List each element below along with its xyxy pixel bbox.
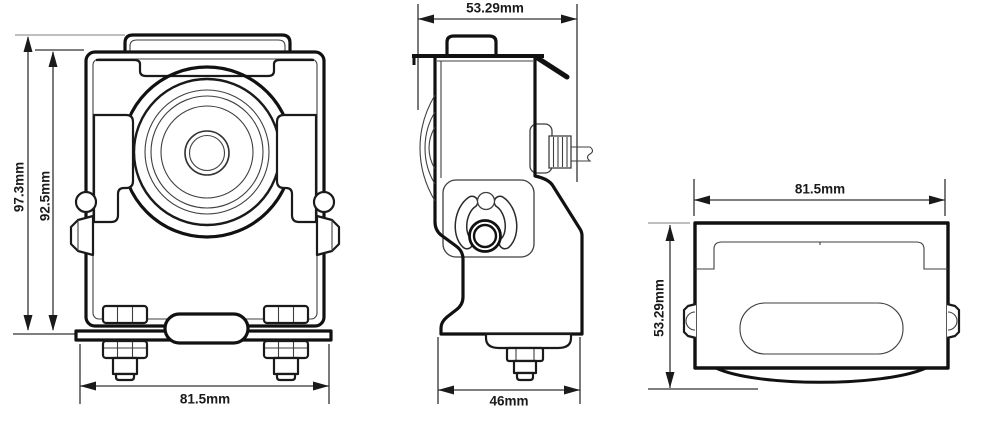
front-right-bolt	[262, 304, 310, 382]
side-lens-dome	[419, 94, 436, 202]
top-depth-label: 53.29mm	[652, 279, 667, 337]
front-height-inner-label: 92.5mm	[38, 171, 53, 221]
side-pivot-screw	[468, 219, 502, 253]
front-right-thumbscrew	[312, 190, 341, 257]
side-top-flange	[412, 34, 570, 80]
front-view: 97.3mm 92.5mm 81.5mm	[12, 33, 341, 407]
side-base-label: 46mm	[489, 394, 528, 409]
side-plate-hole	[476, 191, 496, 211]
front-side-rails	[92, 113, 318, 224]
side-bolt	[505, 346, 545, 382]
side-depth-label: 53.29mm	[466, 1, 524, 16]
front-base-plate	[74, 312, 333, 345]
side-body-outline	[433, 56, 584, 336]
side-top-tab	[445, 34, 498, 54]
side-bracket-plate	[442, 179, 535, 258]
top-slot	[739, 302, 904, 355]
cable-break-symbol	[571, 146, 594, 162]
front-base-slot	[163, 312, 250, 345]
top-dimension-lines	[648, 179, 946, 390]
side-cable-connector	[529, 123, 594, 174]
top-view: 81.5mm 53.29mm	[648, 179, 961, 390]
front-dimension-lines	[13, 34, 330, 404]
front-left-bolt	[101, 304, 149, 382]
top-left-tab	[682, 302, 697, 340]
top-width-label: 81.5mm	[795, 182, 845, 197]
front-top-tab	[123, 33, 292, 55]
side-view: 53.29mm 46mm	[412, 1, 594, 409]
top-front-arc	[714, 366, 928, 384]
top-right-tab	[946, 302, 961, 340]
top-body	[693, 221, 950, 384]
front-left-thumbscrew	[69, 190, 98, 257]
side-hook-tab	[533, 54, 570, 80]
side-arc-slots	[454, 195, 518, 250]
top-inner-platform	[695, 241, 948, 270]
front-height-outer-label: 97.3mm	[12, 162, 27, 212]
side-foot-pad	[484, 332, 573, 350]
front-width-label: 81.5mm	[180, 392, 230, 407]
